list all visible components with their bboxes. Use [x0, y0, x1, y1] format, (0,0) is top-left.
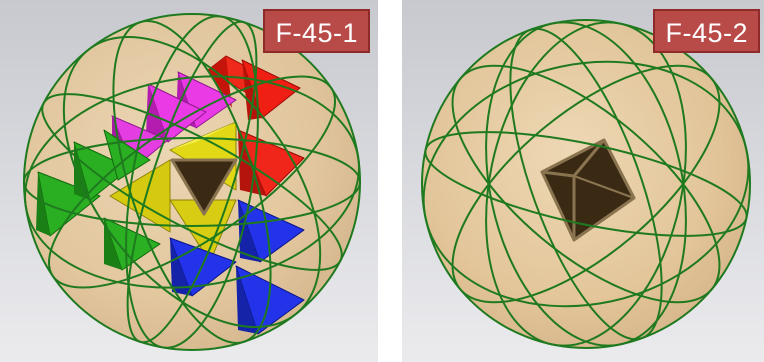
panel-label-badge: F-45-1	[263, 9, 370, 53]
yellow-tetra	[109, 159, 171, 233]
render-f45-1	[0, 0, 378, 362]
blue-tetra	[236, 266, 258, 334]
core-octahedron	[540, 138, 636, 242]
render-f45-2	[402, 0, 764, 362]
wireframe	[23, 13, 361, 351]
panel-label-badge: F-45-2	[653, 9, 760, 53]
blue-tetra	[170, 238, 192, 296]
yellow-tetra	[170, 122, 236, 150]
green-tetra	[74, 142, 90, 200]
green-tetra	[36, 172, 50, 236]
panel-f45-2: F-45-2	[402, 0, 764, 362]
panel-f45-1: F-45-1	[0, 0, 378, 362]
core-tetra	[170, 158, 238, 216]
wireframe	[421, 19, 751, 349]
